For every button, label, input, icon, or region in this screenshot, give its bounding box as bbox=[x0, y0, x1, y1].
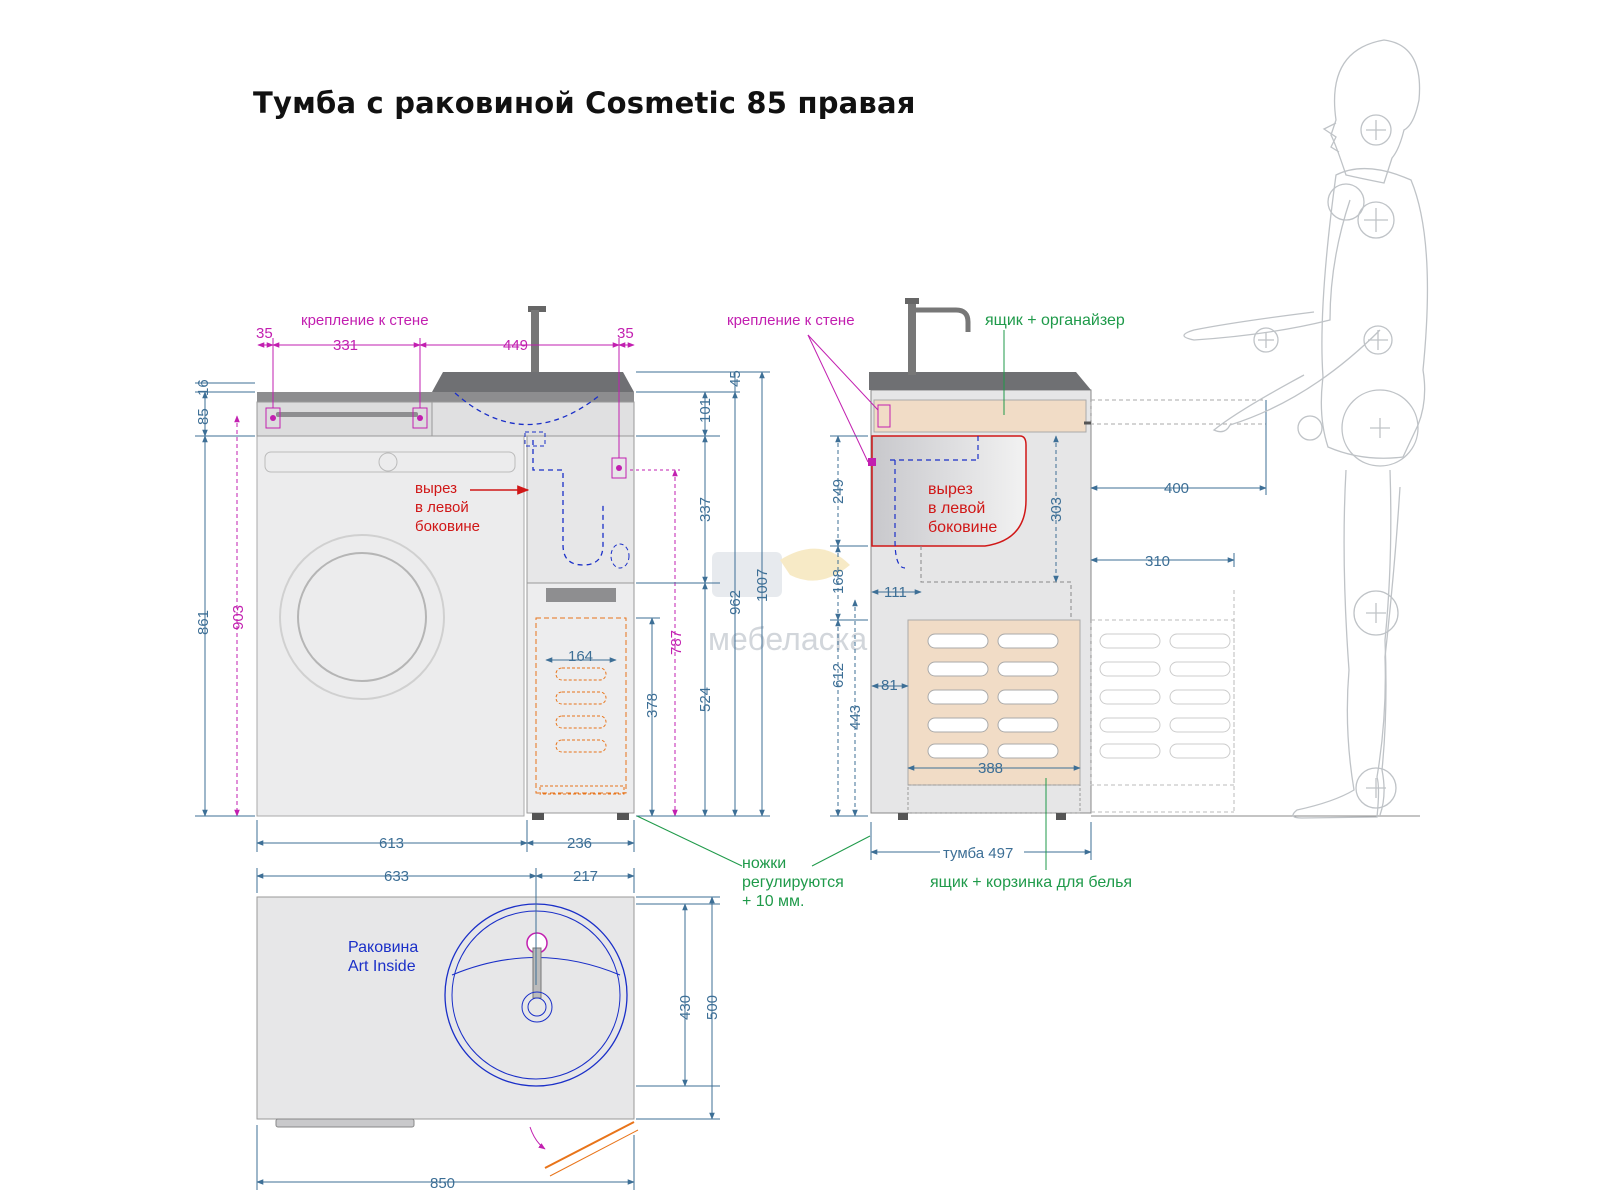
dim-303: 303 bbox=[1048, 497, 1065, 522]
dim-850: 850 bbox=[430, 1175, 455, 1192]
legs-label-1: ножки bbox=[742, 855, 786, 872]
countertop-edge bbox=[257, 392, 634, 402]
towel-rail bbox=[276, 412, 418, 417]
sink-bowl-top bbox=[432, 372, 634, 392]
dim-168: 168 bbox=[830, 569, 847, 594]
dim-249: 249 bbox=[830, 479, 847, 504]
dim-101: 101 bbox=[697, 398, 714, 423]
side-cutout bbox=[871, 435, 1027, 547]
dim-85: 85 bbox=[195, 408, 212, 425]
dim-524: 524 bbox=[697, 687, 714, 712]
page-title: Тумба с раковиной Cosmetic 85 правая bbox=[253, 86, 916, 120]
dim-45: 45 bbox=[727, 370, 744, 387]
washing-machine bbox=[256, 435, 525, 817]
front-view: 35 331 449 35 крепление к стене 903 787 … bbox=[195, 306, 771, 852]
dim-787: 787 bbox=[668, 630, 685, 655]
dim-378: 378 bbox=[644, 693, 661, 718]
dim-310: 310 bbox=[1145, 553, 1170, 570]
wall-mount-label-front: крепление к стене bbox=[301, 312, 429, 329]
drawer-organizer-label: ящик + органайзер bbox=[985, 312, 1125, 329]
dim-81: 81 bbox=[881, 677, 898, 694]
sink-label-2: Art Inside bbox=[348, 958, 416, 975]
dim-217: 217 bbox=[573, 868, 598, 885]
dim-236: 236 bbox=[567, 835, 592, 852]
dim-861: 861 bbox=[195, 610, 212, 635]
organizer-drawer bbox=[873, 399, 1087, 433]
faucet bbox=[531, 310, 539, 372]
dim-337: 337 bbox=[697, 497, 714, 522]
dim-400: 400 bbox=[1164, 480, 1189, 497]
top-view: Раковина Art Inside 633 217 430 500 bbox=[256, 868, 721, 1192]
legs-label-3: + 10 мм. bbox=[742, 893, 804, 910]
dim-111: 111 bbox=[884, 584, 907, 601]
dim-16: 16 bbox=[195, 379, 212, 396]
dim-430: 430 bbox=[677, 995, 694, 1020]
laundry-drawer-label: ящик + корзинка для белья bbox=[930, 874, 1132, 891]
human-figure bbox=[1183, 39, 1429, 819]
cabinet-handle bbox=[546, 588, 616, 602]
dim-164: 164 bbox=[568, 648, 593, 665]
dim-1007: 1007 bbox=[754, 569, 771, 602]
dim-613: 613 bbox=[379, 835, 404, 852]
sink-label-1: Раковина bbox=[348, 939, 418, 956]
cutout-label-side-3: боковине bbox=[928, 519, 997, 536]
dim-35-left: 35 bbox=[256, 325, 273, 342]
cutout-label-front-3: боковине bbox=[415, 518, 480, 535]
dim-443: 443 bbox=[847, 705, 864, 730]
cutout-label-side-1: вырез bbox=[928, 481, 973, 498]
dim-388: 388 bbox=[978, 760, 1003, 777]
cutout-label-front-1: вырез bbox=[415, 480, 457, 497]
dim-449: 449 bbox=[503, 337, 528, 354]
legs-note: ножки регулируются + 10 мм. bbox=[636, 815, 871, 910]
dim-903: 903 bbox=[230, 605, 247, 630]
side-view: крепление к стене ящик + органайзер выре… bbox=[727, 298, 1267, 891]
cutout-label-front-2: в левой bbox=[415, 499, 469, 516]
legs-label-2: регулируются bbox=[742, 874, 844, 891]
cutout-label-side-2: в левой bbox=[928, 500, 985, 517]
dim-cabinet-497: тумба 497 bbox=[943, 845, 1013, 862]
dim-35-right: 35 bbox=[617, 325, 634, 342]
dim-331: 331 bbox=[333, 337, 358, 354]
dim-500: 500 bbox=[704, 995, 721, 1020]
dim-612: 612 bbox=[830, 663, 847, 688]
wall-mount-label-side: крепление к стене bbox=[727, 312, 855, 329]
dim-962: 962 bbox=[727, 590, 744, 615]
watermark-text: мебеласка bbox=[708, 621, 867, 657]
dim-633: 633 bbox=[384, 868, 409, 885]
